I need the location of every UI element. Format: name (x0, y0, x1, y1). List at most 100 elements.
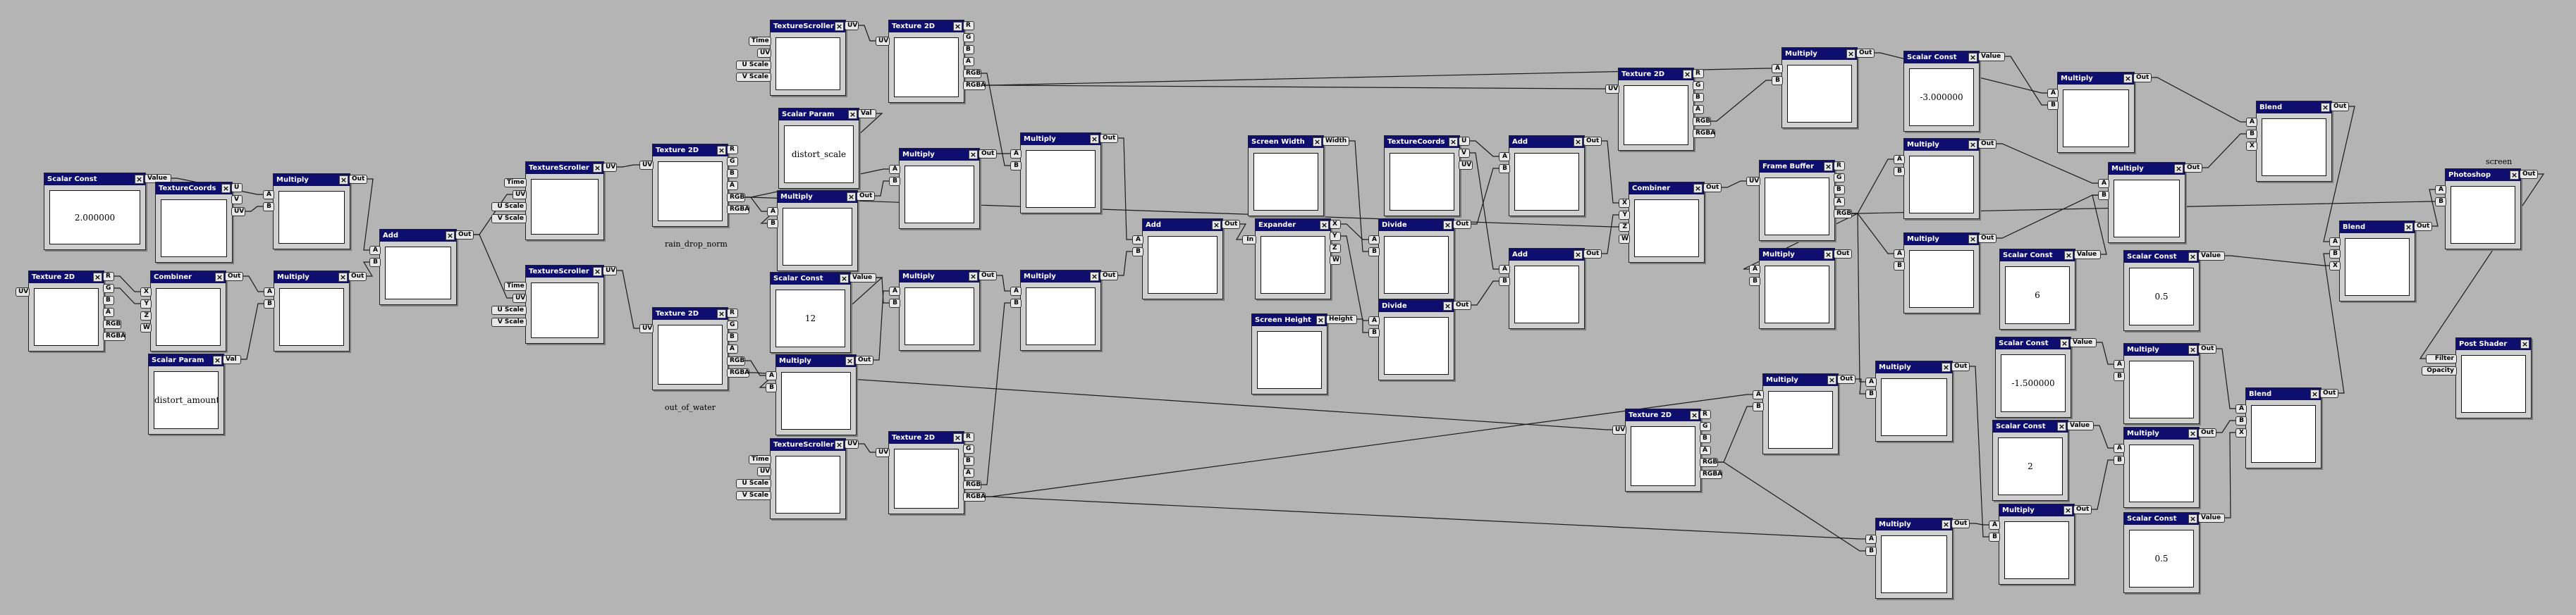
output-port-y[interactable]: Y (1330, 232, 1341, 241)
input-port-b[interactable]: B (2329, 249, 2341, 259)
close-icon[interactable]: × (1443, 220, 1452, 230)
input-port-b[interactable]: B (2114, 456, 2125, 465)
input-port-b[interactable]: B (1753, 402, 1764, 411)
input-port-x[interactable]: X (2235, 428, 2247, 437)
node-title[interactable]: Scalar Const (771, 273, 850, 285)
close-icon[interactable]: × (2310, 390, 2319, 399)
close-icon[interactable]: × (446, 231, 455, 240)
output-port-value[interactable]: Value (850, 273, 876, 282)
node-title[interactable]: Multiply (1021, 133, 1100, 145)
node-title[interactable]: Multiply (2124, 344, 2199, 356)
output-port-out[interactable]: Out (2184, 163, 2202, 173)
close-icon[interactable]: × (2060, 339, 2069, 348)
output-port-b[interactable]: B (1693, 93, 1704, 102)
input-port-b[interactable]: B (2435, 197, 2446, 206)
input-port-b[interactable]: B (766, 383, 777, 392)
output-port-r[interactable]: R (727, 145, 738, 154)
output-port-a[interactable]: A (727, 181, 738, 190)
output-port-out[interactable]: Out (1834, 249, 1852, 259)
output-port-g[interactable]: G (727, 157, 738, 166)
output-port-a[interactable]: A (103, 308, 114, 317)
input-port-z[interactable]: Z (1619, 223, 1630, 232)
node-scalar-const[interactable]: Scalar Const× -1.500000 (1995, 337, 2071, 418)
node-title[interactable]: Scalar Const (2124, 251, 2199, 263)
input-port-a[interactable]: A (2114, 360, 2125, 369)
node-title[interactable]: Scalar Const (1996, 337, 2071, 349)
output-port-a[interactable]: A (963, 57, 974, 66)
node-multiply[interactable]: Multiply× (775, 354, 857, 435)
input-port-a[interactable]: A (2435, 185, 2446, 194)
node-photoshop[interactable]: Photoshop× (2445, 168, 2521, 249)
node-title[interactable]: Multiply (2058, 73, 2134, 85)
close-icon[interactable]: × (2064, 251, 2073, 260)
output-port-a[interactable]: A (1834, 197, 1845, 206)
input-port-a[interactable]: A (1368, 235, 1380, 244)
output-port-out[interactable]: Out (1583, 249, 1602, 259)
output-port-out[interactable]: Out (349, 175, 367, 184)
output-port-b[interactable]: B (727, 169, 738, 178)
input-port-a[interactable]: A (767, 207, 778, 216)
input-port-x[interactable]: X (2246, 142, 2257, 151)
input-port-a[interactable]: A (1132, 235, 1143, 244)
input-port-uv[interactable]: UV (757, 49, 771, 58)
input-port-b[interactable]: B (2246, 130, 2257, 139)
input-port-time[interactable]: Time (504, 282, 527, 291)
output-port-u[interactable]: U (231, 183, 243, 192)
node-scalar-param[interactable]: Scalar Param×distort_amount (148, 354, 224, 435)
node-multiply[interactable]: Multiply× (1999, 504, 2075, 585)
input-port-a[interactable]: A (2329, 237, 2341, 247)
node-title[interactable]: Combiner (151, 271, 226, 283)
input-port-b[interactable]: B (1368, 247, 1380, 256)
node-title[interactable]: TextureScroller (771, 20, 845, 32)
close-icon[interactable]: × (1968, 140, 1977, 149)
output-port-b[interactable]: B (1700, 434, 1711, 443)
close-icon[interactable]: × (2063, 506, 2073, 515)
node-add[interactable]: Add× (1142, 218, 1223, 299)
input-port-uv[interactable]: UV (876, 37, 890, 46)
close-icon[interactable]: × (221, 184, 231, 193)
node-title[interactable]: Multiply (274, 271, 349, 283)
node-title[interactable]: Scalar Param (149, 354, 223, 366)
input-port-a[interactable]: A (1753, 390, 1764, 399)
input-port-a[interactable]: A (1894, 155, 1905, 164)
node-title[interactable]: Multiply (1999, 504, 2074, 516)
node-combiner[interactable]: Combiner× (1629, 182, 1705, 263)
close-icon[interactable]: × (847, 192, 856, 201)
node-title[interactable]: Add (380, 230, 456, 242)
output-port-out[interactable]: Out (1951, 519, 1970, 528)
input-port-a[interactable]: A (1749, 265, 1760, 274)
close-icon[interactable]: × (1090, 272, 1099, 281)
node-title[interactable]: Multiply (1904, 139, 1979, 151)
output-port-out[interactable]: Out (1978, 234, 1997, 243)
output-port-out[interactable]: Out (1453, 220, 1471, 229)
input-port-uv[interactable]: UV (876, 448, 890, 457)
node-blend[interactable]: Blend× (2256, 101, 2332, 182)
input-port-b[interactable]: B (2098, 191, 2109, 200)
node-title[interactable]: Divide (1379, 300, 1454, 312)
input-port-a[interactable]: A (264, 287, 275, 297)
node-title[interactable]: Multiply (1782, 48, 1857, 60)
output-port-value[interactable]: Value (2198, 514, 2225, 523)
output-port-rgba[interactable]: RGBA (963, 492, 986, 502)
output-port-value[interactable]: Value (1978, 52, 2005, 61)
node-multiply[interactable]: Multiply× (2123, 427, 2200, 508)
output-port-out[interactable]: Out (455, 230, 474, 240)
node-value[interactable]: 2.000000 (74, 212, 116, 223)
output-port-value[interactable]: Value (2198, 251, 2225, 261)
output-port-rgba[interactable]: RGBA (1700, 470, 1722, 479)
output-port-out[interactable]: Out (2520, 170, 2538, 179)
output-port-out[interactable]: Out (2073, 505, 2092, 514)
close-icon[interactable]: × (213, 356, 222, 365)
output-port-uv[interactable]: UV (603, 163, 617, 172)
node-scalar-param[interactable]: Scalar Param×distort_scale (778, 108, 859, 189)
node-value[interactable]: distort_scale (791, 149, 847, 159)
output-port-rgb[interactable]: RGB (1834, 209, 1852, 218)
input-port-y[interactable]: Y (140, 299, 152, 309)
input-port-v-scale[interactable]: V Scale (491, 214, 527, 223)
output-port-value[interactable]: Value (2067, 421, 2094, 430)
output-port-val[interactable]: Val (223, 355, 241, 364)
node-texturescroller[interactable]: TextureScroller× (525, 265, 604, 344)
input-port-a[interactable]: A (263, 190, 274, 199)
node-title[interactable]: Screen Width (1249, 136, 1323, 148)
node-value[interactable]: -1.500000 (2011, 378, 2055, 388)
